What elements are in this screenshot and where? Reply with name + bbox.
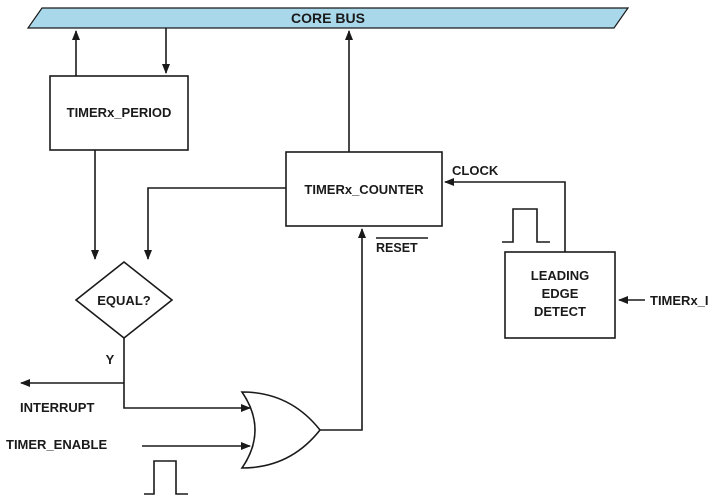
- edge-label-3: DETECT: [534, 304, 586, 319]
- timerx-i-label: TIMERx_I: [650, 293, 709, 308]
- reset-label: RESET: [376, 241, 418, 255]
- timerx-counter-label: TIMERx_COUNTER: [304, 182, 424, 197]
- clock-pulse-icon: [502, 208, 550, 243]
- edge-label-2: EDGE: [542, 286, 579, 301]
- or-gate: [240, 391, 322, 469]
- y-to-or-gate-arrow: [123, 383, 251, 412]
- counter-to-equal-arrow: [144, 187, 286, 260]
- timerx-counter-block: [285, 151, 443, 227]
- clock-label: CLOCK: [452, 163, 499, 178]
- or-to-reset-arrow: [320, 228, 366, 431]
- edge-label-1: LEADING: [531, 268, 590, 283]
- leading-edge-detect-block: [504, 251, 616, 339]
- enable-pulse-icon: [144, 460, 188, 495]
- clock-arrow: [444, 178, 566, 252]
- interrupt-label: INTERRUPT: [20, 400, 94, 415]
- y-label: Y: [106, 352, 115, 367]
- equal-label: EQUAL?: [97, 293, 151, 308]
- timerx-period-block: [49, 75, 189, 151]
- timerx-period-label: TIMERx_PERIOD: [67, 105, 172, 120]
- core-bus: [26, 7, 630, 29]
- timer-enable-label: TIMER_ENABLE: [6, 437, 107, 452]
- core-bus-label: CORE BUS: [291, 10, 365, 26]
